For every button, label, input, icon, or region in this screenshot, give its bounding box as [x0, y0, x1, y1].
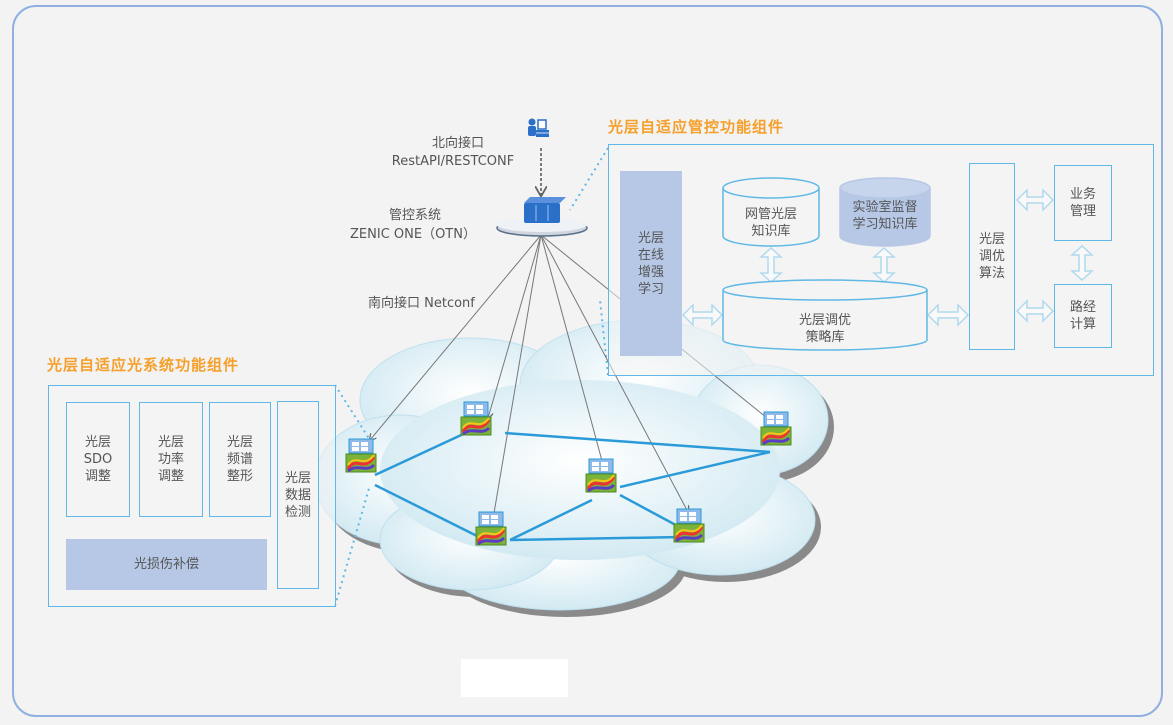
online-learning-box: 光层 在线 增强 学习 [620, 171, 682, 356]
southbound-label: 南向接口 Netconf [368, 296, 475, 311]
fiber-link [509, 498, 593, 542]
optical-node-icon [673, 508, 705, 543]
lab-kb-label: 实验室监督 学习知识库 [852, 200, 918, 232]
data-detection-box: 光层 数据 检测 [277, 401, 319, 589]
nms-kb-label: 网管光层 知识库 [744, 207, 797, 239]
optical-node-icon [585, 458, 617, 493]
sdo-adjust-box: 光层 SDO 调整 [66, 402, 130, 517]
optical-node-icon [460, 401, 492, 436]
mgmt-line [370, 234, 542, 440]
system-connector-top [334, 384, 371, 441]
impairment-compensation-box: 光损伤补偿 [66, 539, 267, 590]
system-component-title: 光层自适应光系统功能组件 [47, 356, 240, 374]
fiber-link [374, 483, 486, 542]
spectrum-shaping-box: 光层 频谱 整形 [209, 402, 271, 517]
power-adjust-box: 光层 功率 调整 [139, 402, 203, 517]
optical-node-icon [760, 411, 792, 446]
tuning-algorithm-box: 光层 调优 算法 [969, 163, 1015, 350]
fiber-link [619, 450, 771, 489]
control-component-title: 光层自适应管控功能组件 [608, 118, 785, 136]
policy-db-label: 光层调优 策略库 [798, 313, 851, 345]
mgmt-line [488, 234, 542, 418]
path-calculation-box: 路经 计算 [1054, 284, 1112, 348]
fiber-link [504, 431, 771, 454]
optical-node-icon [475, 511, 507, 546]
service-management-box: 业务 管理 [1054, 165, 1112, 241]
controller-label: 管控系统 [388, 208, 441, 223]
controller-name: ZENIC ONE（OTN） [350, 227, 476, 242]
controller-server-icon [496, 197, 588, 237]
northbound-label: 北向接口 [431, 136, 484, 151]
optical-node-icon [345, 438, 377, 473]
blank-caption-box [461, 659, 568, 697]
mgmt-line [492, 234, 542, 525]
control-connector-bottom [599, 299, 609, 376]
northbound-protocol: RestAPI/RESTCONF [391, 154, 515, 169]
fiber-link [374, 428, 473, 477]
control-connector-top [569, 147, 609, 211]
fiber-link [509, 535, 683, 542]
mgmt-line [540, 234, 605, 472]
user-terminal-icon [528, 118, 549, 137]
